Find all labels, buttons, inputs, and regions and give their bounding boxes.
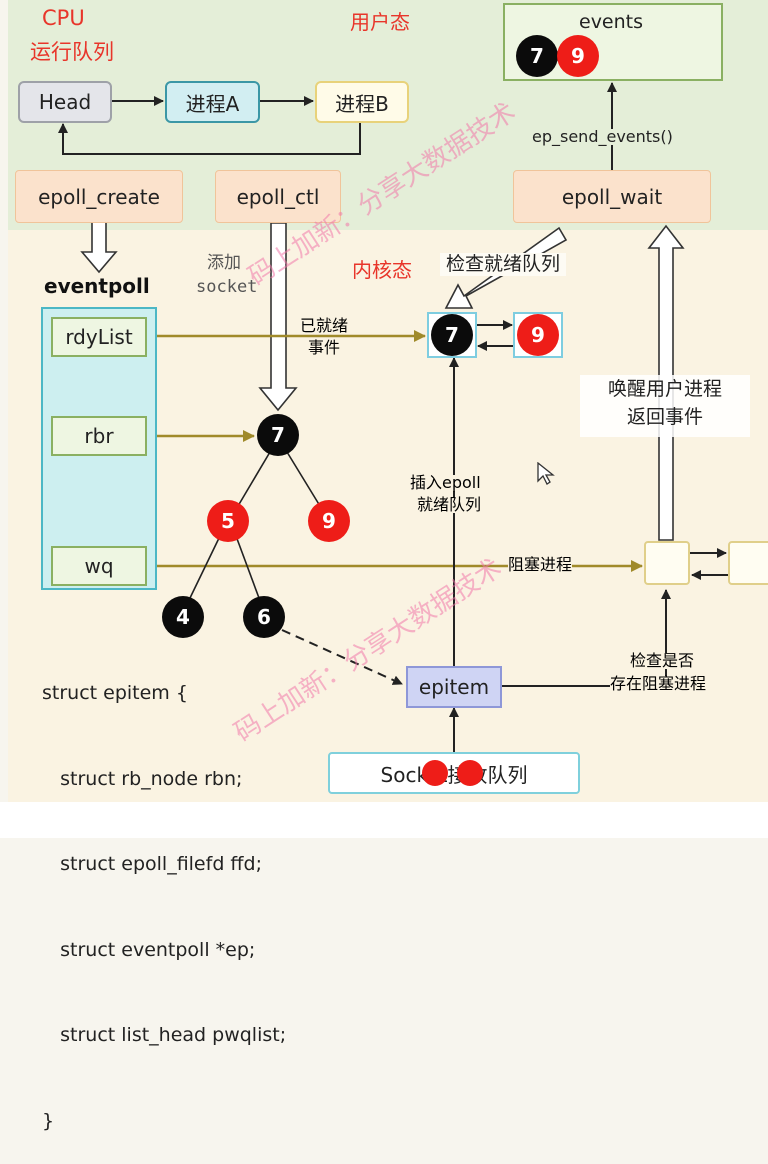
check-block-label-2: 存在阻塞进程 [610, 674, 707, 693]
insert-label-2: 就绪队列 [417, 495, 482, 514]
cpu-title: CPU [42, 6, 85, 30]
process-a-node: 进程A [165, 81, 260, 123]
bottom-strip [0, 802, 768, 838]
head-node: Head [18, 81, 112, 123]
process-b-node: 进程B [315, 81, 409, 123]
code-line: struct rb_node rbn; [42, 767, 243, 790]
wait-queue-slot-2 [728, 541, 768, 585]
ready-node-9: 9 [517, 314, 559, 356]
block-process-label: 阻塞进程 [508, 555, 573, 574]
code-line: struct epitem { [42, 682, 188, 704]
ready-node-7: 7 [431, 314, 473, 356]
rbr-field: rbr [51, 416, 147, 456]
rbtree-node-6: 6 [243, 596, 285, 638]
mouse-cursor-icon [537, 462, 555, 485]
epoll-create-box: epoll_create [15, 170, 183, 223]
add-socket-label-2: socket [196, 277, 258, 297]
add-socket-label-1: 添加 [207, 253, 241, 273]
epoll-ctl-box: epoll_ctl [215, 170, 341, 223]
packet-dot-1 [422, 760, 448, 786]
rbtree-node-7: 7 [257, 414, 299, 456]
wait-queue-slot-1 [644, 541, 690, 585]
event-item-7: 7 [516, 35, 558, 77]
insert-label-1: 插入epoll [410, 473, 481, 492]
rbtree-node-9: 9 [308, 500, 350, 542]
epoll-wait-box: epoll_wait [513, 170, 711, 223]
code-line: struct eventpoll *ep; [42, 938, 256, 961]
kernel-space-title: 内核态 [352, 258, 412, 282]
code-line: struct epoll_filefd ffd; [42, 853, 262, 875]
run-queue-title: 运行队列 [30, 40, 114, 64]
wake-process-label: 唤醒用户进程 返回事件 [580, 375, 750, 437]
wq-field: wq [51, 546, 147, 586]
ready-event-label-2: 事件 [308, 338, 341, 357]
packet-dot-2 [457, 760, 483, 786]
ep-send-events-label: ep_send_events() [532, 127, 673, 146]
check-block-label-1: 检查是否 [630, 651, 695, 670]
eventpoll-title: eventpoll [44, 274, 150, 298]
event-item-9: 9 [557, 35, 599, 77]
events-title: events [579, 11, 644, 33]
rbtree-node-5: 5 [207, 500, 249, 542]
epitem-box: epitem [406, 666, 502, 708]
check-ready-queue-label: 检查就绪队列 [440, 253, 567, 276]
rdylist-field: rdyList [51, 317, 147, 357]
user-space-title: 用户态 [350, 10, 410, 34]
rbtree-node-4: 4 [162, 596, 204, 638]
socket-receive-queue: Socket接收队列 [328, 752, 580, 794]
wake-label-2: 返回事件 [626, 406, 703, 428]
code-line: struct list_head pwqlist; [42, 1024, 287, 1046]
ready-event-label-1: 已就绪 [300, 316, 349, 335]
wake-label-1: 唤醒用户进程 [607, 378, 722, 400]
events-box: events 7 9 [503, 3, 723, 81]
code-line: } [42, 1109, 55, 1132]
